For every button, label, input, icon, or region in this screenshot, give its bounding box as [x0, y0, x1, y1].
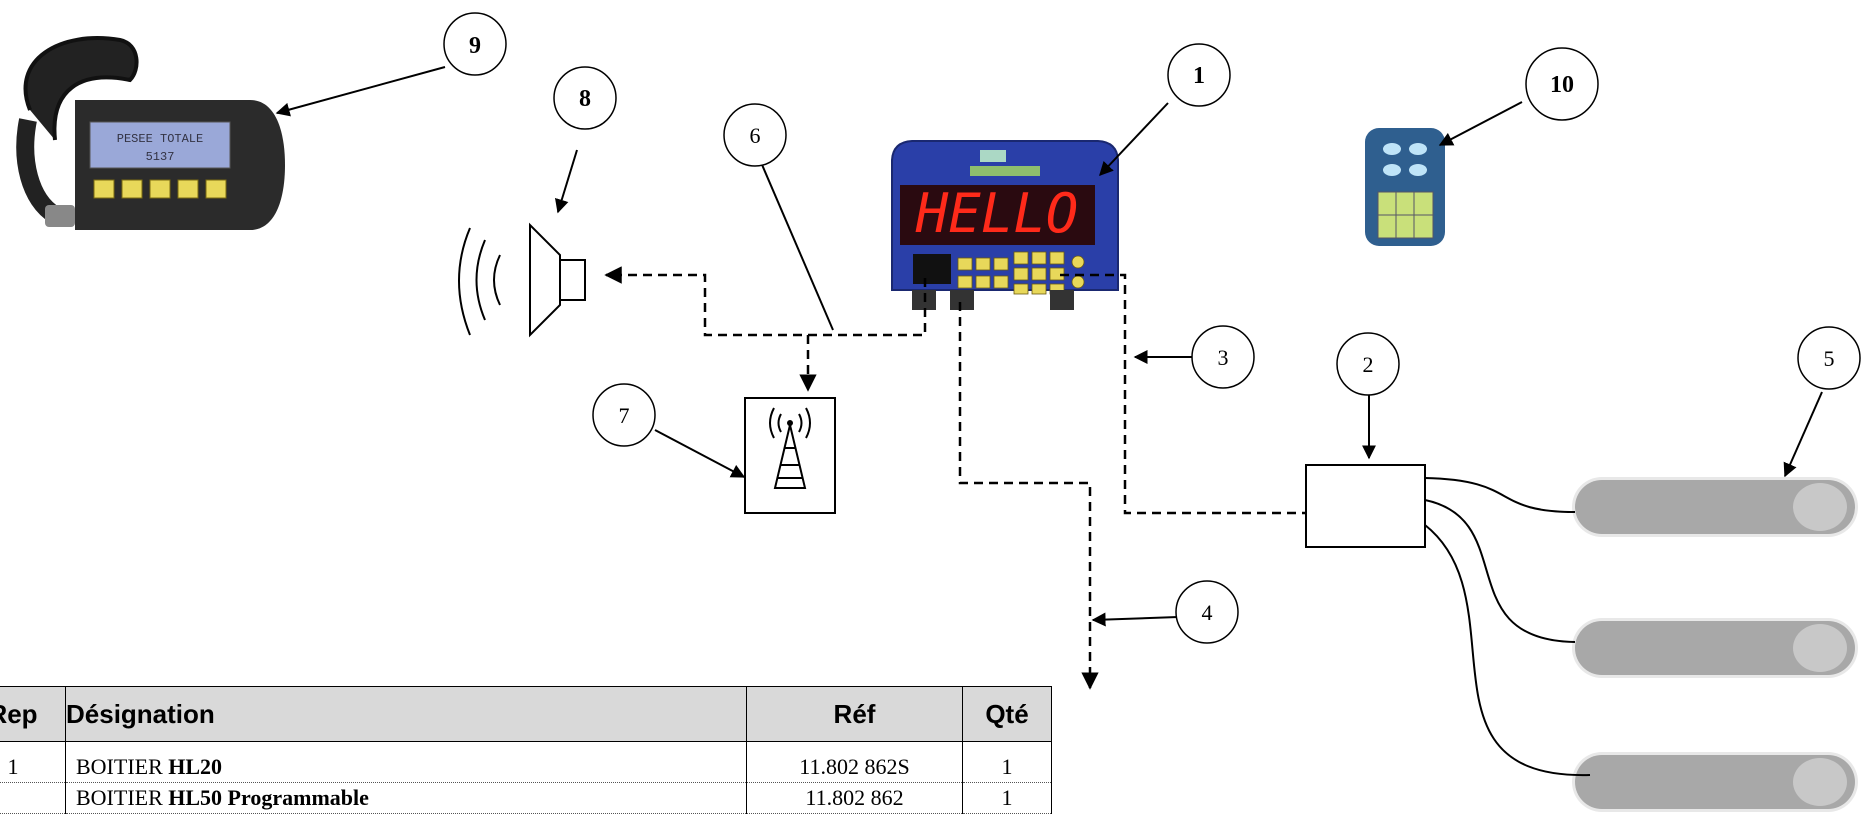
cell-ref: 11.802 862: [746, 782, 963, 814]
speaker-wire: [604, 266, 927, 337]
designation-prefix: BOITIER: [76, 754, 169, 779]
designation-model: HL50 Programmable: [168, 785, 369, 810]
svg-text:6: 6: [750, 123, 761, 148]
sensor-cable: [1424, 524, 1591, 777]
cell-qte: 1: [962, 752, 1052, 783]
svg-text:4: 4: [1202, 600, 1213, 625]
leader-1: [1099, 102, 1169, 177]
junction-box: [1305, 464, 1426, 548]
output-wire: [958, 302, 1099, 690]
led-display-text: HELLO: [915, 182, 1079, 245]
svg-text:10: 10: [1550, 72, 1574, 98]
callout-10: 10: [1525, 47, 1599, 121]
leader-9: [275, 66, 446, 117]
cell-designation: BOITIER HL50 Programmable: [65, 782, 747, 814]
handheld-terminal-icon: PESEE TOTALE 5137: [16, 36, 285, 230]
terminal-screen-line2: 5137: [146, 150, 175, 164]
designation-prefix: BOITIER: [76, 785, 169, 810]
callout-3: 3: [1191, 325, 1255, 389]
callout-5: 5: [1797, 326, 1861, 390]
junction-wire: [1060, 273, 1306, 515]
designation-model: HL20: [168, 754, 223, 779]
main-display-unit: HELLO: [891, 140, 1119, 310]
header-designation: Désignation: [65, 686, 747, 742]
table-row: 1 BOITIER HL20 11.802 862S 1: [0, 752, 1052, 783]
callout-8: 8: [553, 66, 617, 130]
antenna-icon: [744, 397, 836, 514]
callout-6: 6: [723, 103, 787, 167]
leader-4: [1091, 612, 1179, 627]
callout-4: 4: [1175, 580, 1239, 644]
cell-qte: 1: [962, 782, 1052, 814]
callout-2: 2: [1336, 332, 1400, 396]
leader-8: [554, 149, 578, 214]
cell-ref: 11.802 862S: [746, 752, 963, 783]
svg-text:5: 5: [1824, 346, 1835, 371]
remote-control-icon: [1365, 128, 1445, 246]
terminal-screen-line1: PESEE TOTALE: [117, 132, 203, 146]
load-sensor-icon: [1572, 477, 1858, 537]
svg-text:1: 1: [1193, 63, 1205, 89]
callout-7: 7: [592, 383, 656, 447]
table-header-row: Rep Désignation Réf Qté: [0, 686, 1052, 742]
loudspeaker-icon: [458, 222, 586, 338]
cell-rep: 1: [0, 752, 66, 783]
table-spacer: [0, 741, 1052, 752]
leader-5: [1783, 391, 1823, 478]
callout-9: 9: [443, 12, 507, 76]
header-ref: Réf: [746, 686, 963, 742]
callout-1: 1: [1167, 43, 1231, 107]
parts-table: Rep Désignation Réf Qté 1 BOITIER HL20 1…: [0, 686, 1052, 814]
parts-table-container: Rep Désignation Réf Qté 1 BOITIER HL20 1…: [0, 686, 1052, 814]
cell-designation: BOITIER HL20: [65, 752, 747, 783]
svg-text:8: 8: [579, 86, 591, 112]
leader-10: [1438, 101, 1523, 146]
load-sensor-icon: [1572, 618, 1858, 678]
header-rep: Rep: [0, 686, 66, 742]
header-qte: Qté: [962, 686, 1052, 742]
load-sensor-icon: [1572, 752, 1858, 812]
sensor-cable: [1424, 499, 1576, 643]
sensor-cable: [1424, 477, 1576, 513]
svg-text:7: 7: [619, 403, 630, 428]
svg-text:9: 9: [469, 33, 481, 59]
leader-7: [654, 429, 746, 478]
svg-text:2: 2: [1363, 352, 1374, 377]
cell-rep: [0, 782, 66, 814]
svg-text:3: 3: [1218, 345, 1229, 370]
leader-6: [759, 159, 834, 331]
table-row: BOITIER HL50 Programmable 11.802 862 1: [0, 782, 1052, 814]
